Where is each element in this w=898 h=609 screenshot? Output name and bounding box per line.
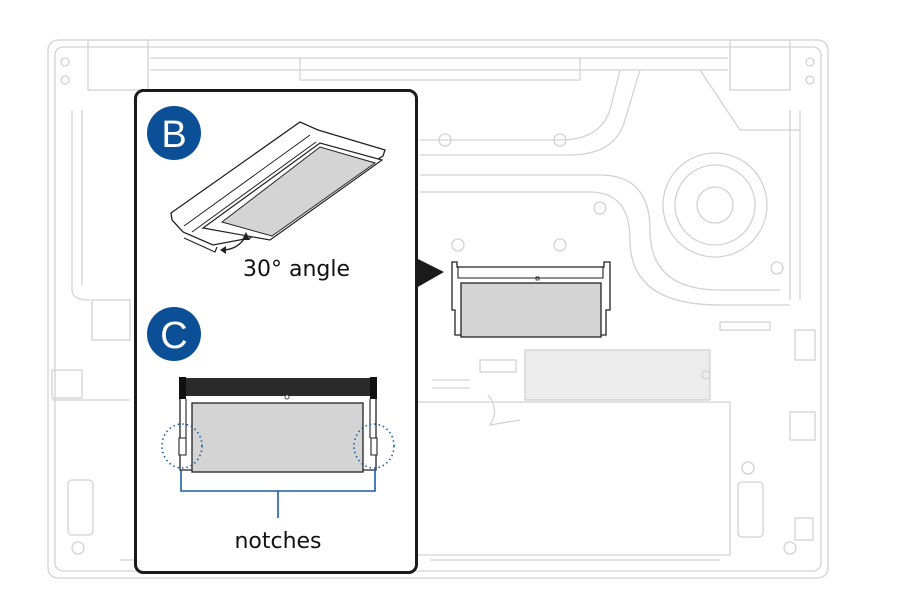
memory-module-installed [451, 261, 611, 338]
step-c: C notches [147, 307, 395, 554]
angle-caption: 30° angle [243, 257, 350, 282]
notches-bracket [180, 470, 376, 518]
step-c-badge-label: C [160, 315, 187, 357]
right-notch-highlight [353, 423, 395, 469]
callout-pointer-arrow [416, 258, 444, 288]
step-b-badge [147, 106, 201, 160]
step-b: B 30° angle [147, 106, 386, 282]
step-c-badge [147, 307, 201, 361]
notches-caption: notches [234, 529, 321, 554]
left-notch-highlight [161, 423, 203, 469]
memory-socket-topview [178, 377, 378, 473]
laptop-chassis-background [47, 39, 829, 579]
memory-module-angled [170, 121, 386, 254]
step-b-badge-label: B [161, 114, 186, 156]
